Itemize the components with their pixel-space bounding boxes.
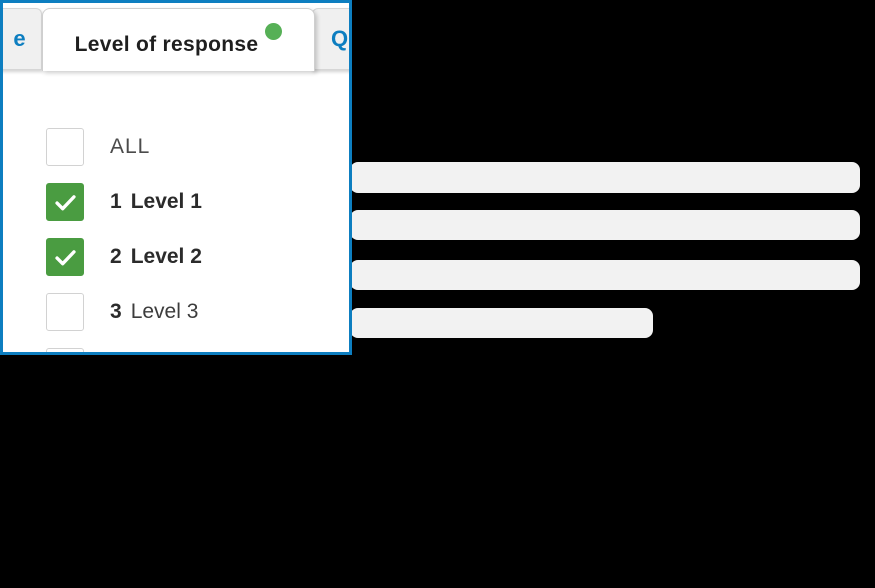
checkbox-unchecked-icon[interactable] bbox=[46, 128, 84, 166]
filter-option-partial[interactable] bbox=[46, 348, 349, 352]
checkbox-checked-icon[interactable] bbox=[46, 238, 84, 276]
tab-partial-right-label: Q bbox=[331, 26, 349, 51]
filter-option-label: ALL bbox=[110, 135, 151, 158]
tab-partial-right[interactable]: Q bbox=[312, 8, 349, 70]
skeleton-bar bbox=[350, 210, 860, 240]
skeleton-bar bbox=[350, 308, 653, 338]
skeleton-bar bbox=[350, 162, 860, 193]
filter-option-all[interactable]: ALL bbox=[46, 128, 349, 166]
checkbox-unchecked-icon[interactable] bbox=[46, 293, 84, 331]
tab-partial-left-label: e bbox=[13, 26, 26, 51]
skeleton-bar bbox=[350, 260, 860, 290]
tab-level-of-response-label: Level of response bbox=[74, 32, 259, 56]
filter-tabs: e Level of response Q bbox=[3, 3, 349, 71]
tab-partial-left[interactable]: e bbox=[3, 8, 42, 70]
active-filter-dot-icon bbox=[265, 22, 283, 40]
checkbox-checked-icon[interactable] bbox=[46, 183, 84, 221]
tab-level-of-response[interactable]: Level of response bbox=[42, 8, 315, 71]
checkbox-unchecked-icon[interactable] bbox=[46, 348, 84, 352]
